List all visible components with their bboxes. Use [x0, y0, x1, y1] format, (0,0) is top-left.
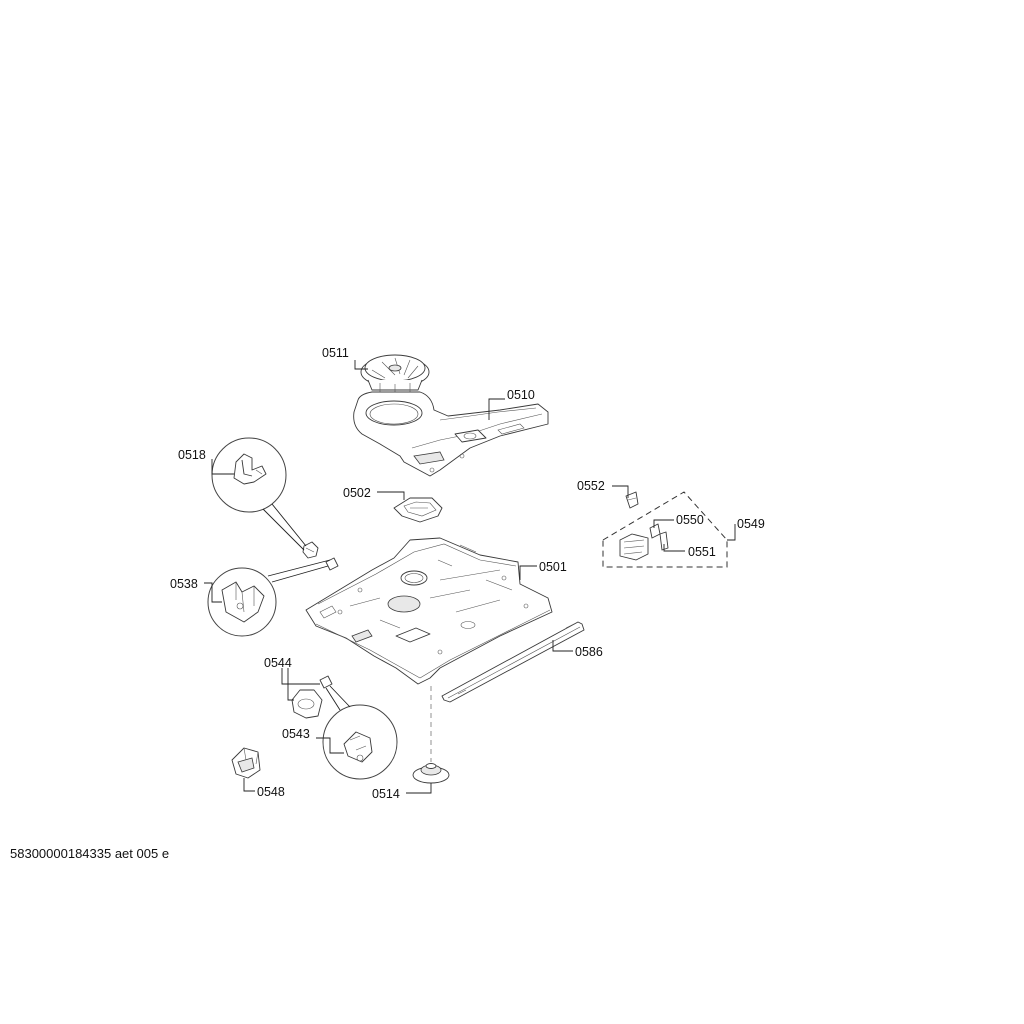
control-module-assembly[interactable]	[602, 491, 728, 568]
label-0552: 0552	[577, 479, 605, 493]
detail-circle-0518	[211, 437, 287, 513]
label-0549: 0549	[737, 517, 765, 531]
label-0501: 0501	[539, 560, 567, 574]
fan-part[interactable]	[360, 354, 430, 393]
base-plate-part[interactable]	[305, 537, 553, 685]
fan-duct-plate-part[interactable]	[353, 391, 549, 477]
small-cover-part[interactable]	[393, 497, 443, 523]
foot-part[interactable]	[412, 763, 450, 784]
label-0548: 0548	[257, 785, 285, 799]
clip-small-part[interactable]	[302, 541, 339, 571]
sensor-part[interactable]	[291, 675, 333, 719]
label-0511: 0511	[322, 346, 349, 360]
label-0544: 0544	[264, 656, 292, 670]
connector-block-part[interactable]	[231, 747, 261, 779]
label-0510: 0510	[507, 388, 535, 402]
label-0502: 0502	[343, 486, 371, 500]
label-0518: 0518	[178, 448, 206, 462]
label-0550: 0550	[676, 513, 704, 527]
label-0514: 0514	[372, 787, 400, 801]
detail-circle-0543	[322, 704, 398, 780]
document-id: 58300000184335 aet 005 e	[10, 846, 170, 861]
label-0551: 0551	[688, 545, 716, 559]
label-0543: 0543	[282, 727, 310, 741]
rail-part[interactable]	[441, 621, 585, 703]
detail-circle-0538	[207, 567, 277, 637]
label-0538: 0538	[170, 577, 198, 591]
label-0586: 0586	[575, 645, 603, 659]
